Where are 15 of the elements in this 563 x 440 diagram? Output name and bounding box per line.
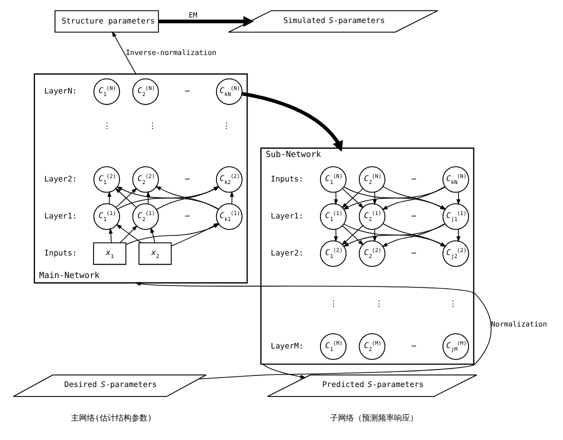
arrow bbox=[134, 282, 492, 380]
arrow bbox=[158, 16, 254, 27]
arrow bbox=[262, 364, 306, 379]
arrow bbox=[120, 225, 138, 244]
arrow bbox=[112, 31, 136, 74]
arrow bbox=[242, 92, 343, 152]
arrow bbox=[456, 228, 460, 242]
arrow bbox=[116, 224, 142, 244]
arrow bbox=[230, 191, 234, 204]
arrow bbox=[456, 192, 460, 206]
arrow bbox=[150, 227, 156, 244]
arrow bbox=[107, 191, 112, 204]
arrow bbox=[334, 192, 338, 206]
arrow bbox=[108, 228, 113, 244]
arrow bbox=[334, 228, 338, 242]
